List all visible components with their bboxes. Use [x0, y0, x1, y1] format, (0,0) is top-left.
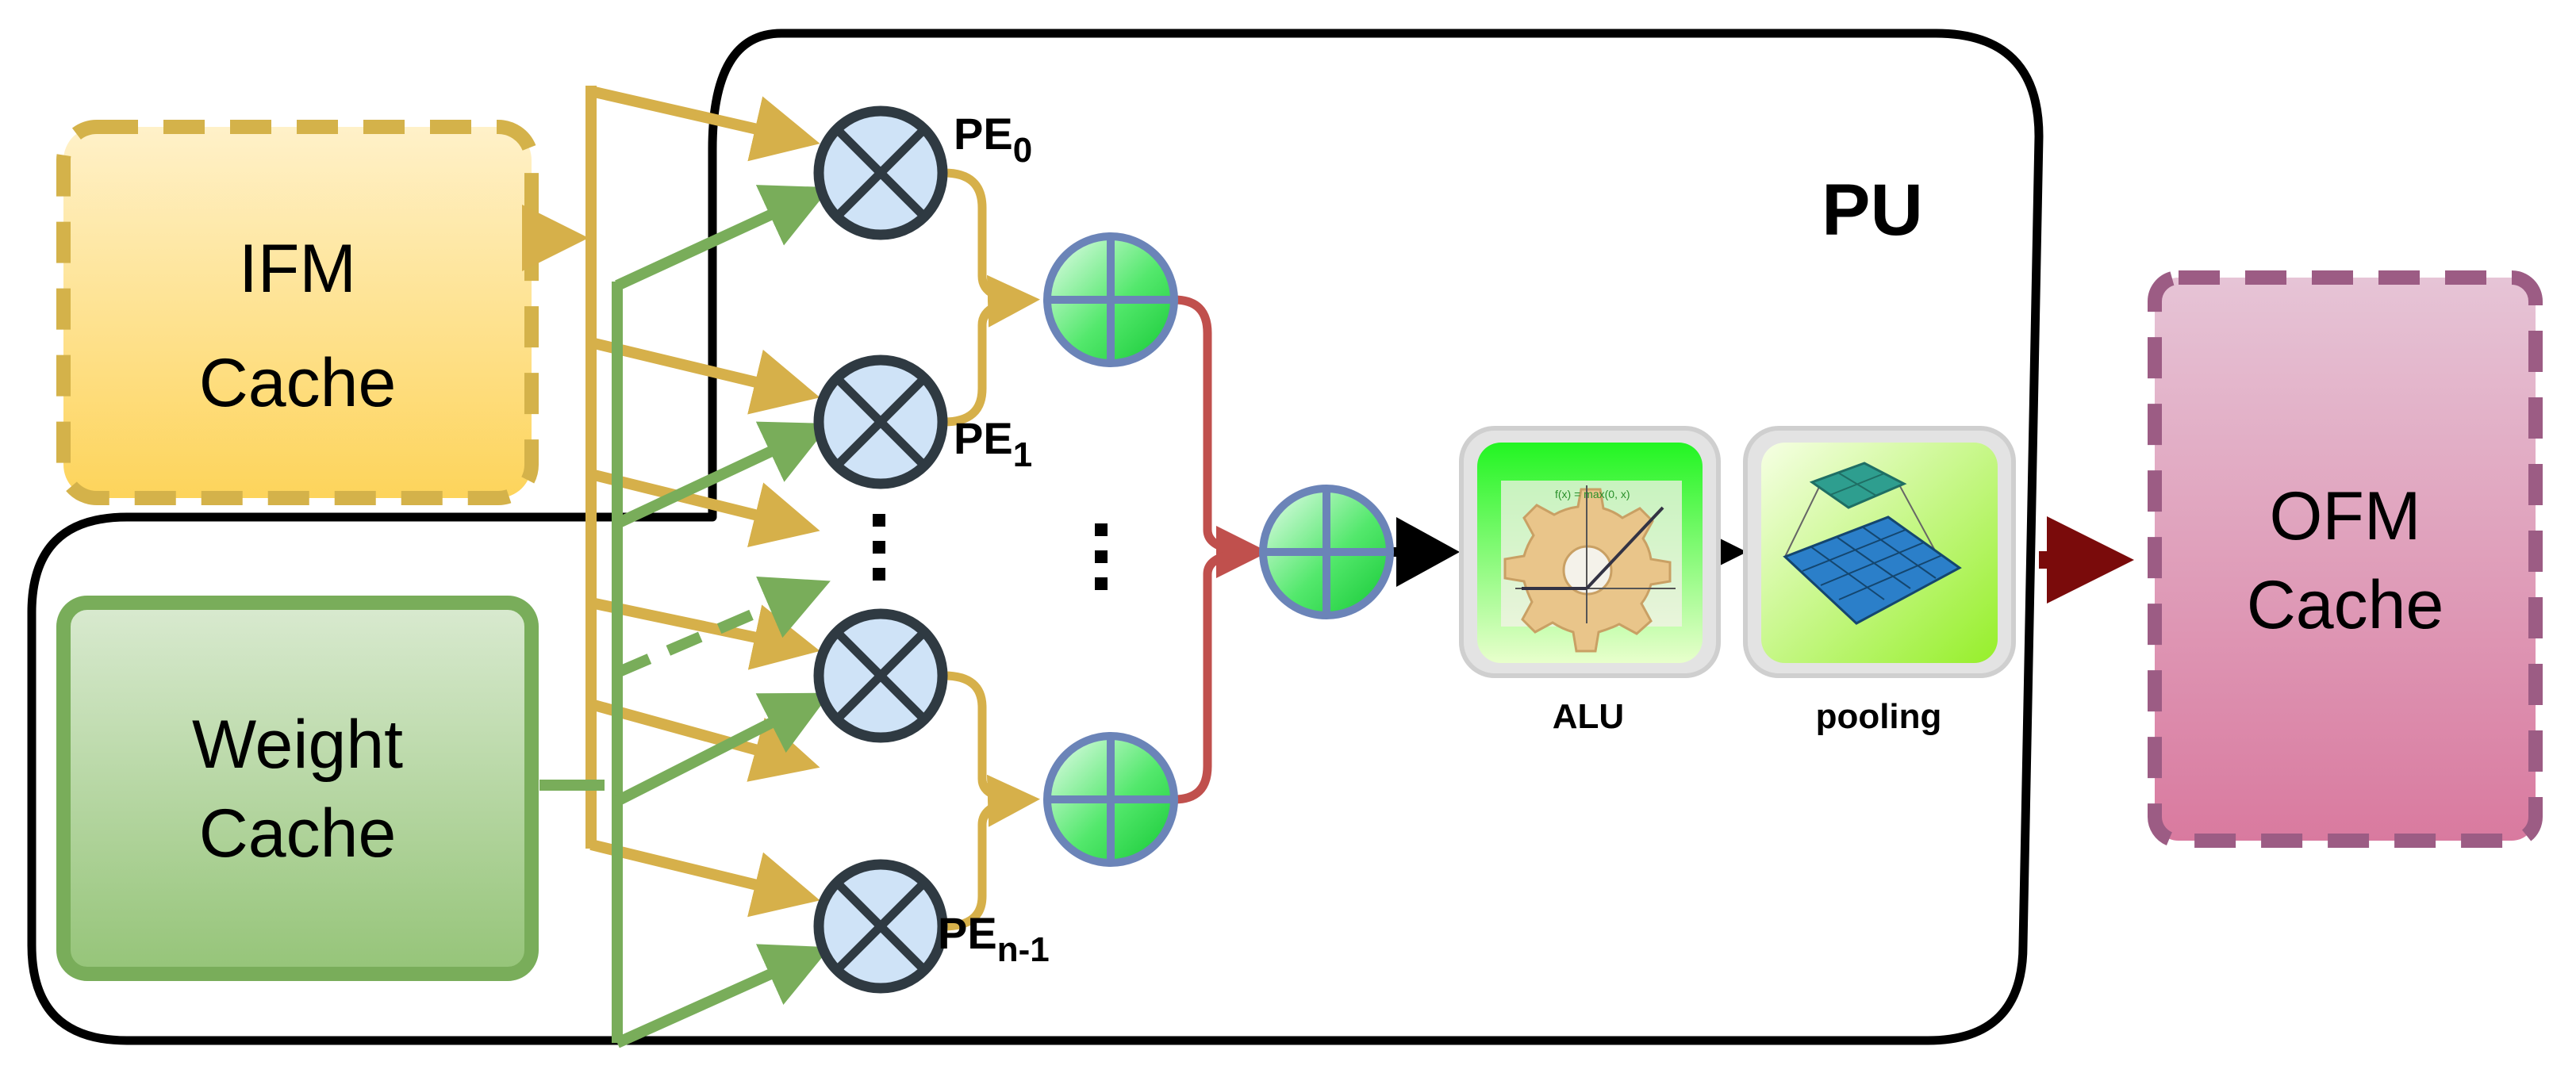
weight-label-line2: Cache — [199, 795, 397, 872]
adder-tree-links — [1173, 295, 1269, 804]
alu-label: ALU — [1553, 697, 1624, 736]
multiplier-pe0 — [813, 105, 948, 240]
circle-plus-icon — [1047, 736, 1174, 863]
pe-ellipsis — [873, 514, 885, 581]
circle-times-icon — [836, 882, 925, 971]
multiplier-pe1 — [813, 355, 948, 489]
ofm-cache-block: OFM Cache — [2148, 270, 2543, 848]
pu-label: PU — [1822, 170, 1923, 251]
adder-final — [1259, 485, 1394, 619]
pooling-block — [1743, 426, 2016, 678]
multiplier-pe-mid — [813, 608, 948, 743]
circle-plus-icon — [1263, 489, 1390, 615]
circle-times-icon — [836, 128, 925, 217]
ifm-bus — [522, 86, 820, 918]
ifm-cache-block: IFM Cache — [56, 120, 539, 505]
ifm-label-line1: IFM — [239, 231, 356, 307]
circle-times-icon — [836, 378, 925, 466]
alu-formula: f(x) = max(0, x) — [1555, 488, 1630, 500]
pe0-label: PE0 — [954, 109, 1032, 170]
pe1-label: PE1 — [954, 413, 1032, 474]
ifm-label-line2: Cache — [199, 345, 397, 421]
adder-to-alu-arrow — [1390, 517, 1460, 587]
adder-bottom — [1043, 732, 1178, 867]
pooling-label: pooling — [1816, 697, 1942, 736]
circle-plus-icon — [1047, 236, 1174, 363]
adder-ellipsis — [1095, 523, 1108, 590]
alu-block: f(x) = max(0, x) — [1459, 426, 1721, 678]
pu-container — [27, 29, 2044, 1045]
ofm-label-line1: OFM — [2269, 478, 2421, 554]
ofm-label-line2: Cache — [2247, 567, 2444, 643]
adder-top — [1043, 232, 1178, 367]
weight-bus — [539, 185, 831, 1048]
pe-adder-links — [943, 168, 1040, 931]
weight-label-line1: Weight — [192, 707, 403, 783]
pooling-grid-icon — [1783, 462, 1962, 625]
gear-relu-icon: f(x) = max(0, x) — [1501, 481, 1682, 653]
weight-cache-block: Weight Cache — [56, 596, 539, 981]
multiplier-pen — [813, 859, 948, 994]
circle-times-icon — [836, 631, 925, 720]
pen-label: PEn-1 — [938, 908, 1050, 969]
